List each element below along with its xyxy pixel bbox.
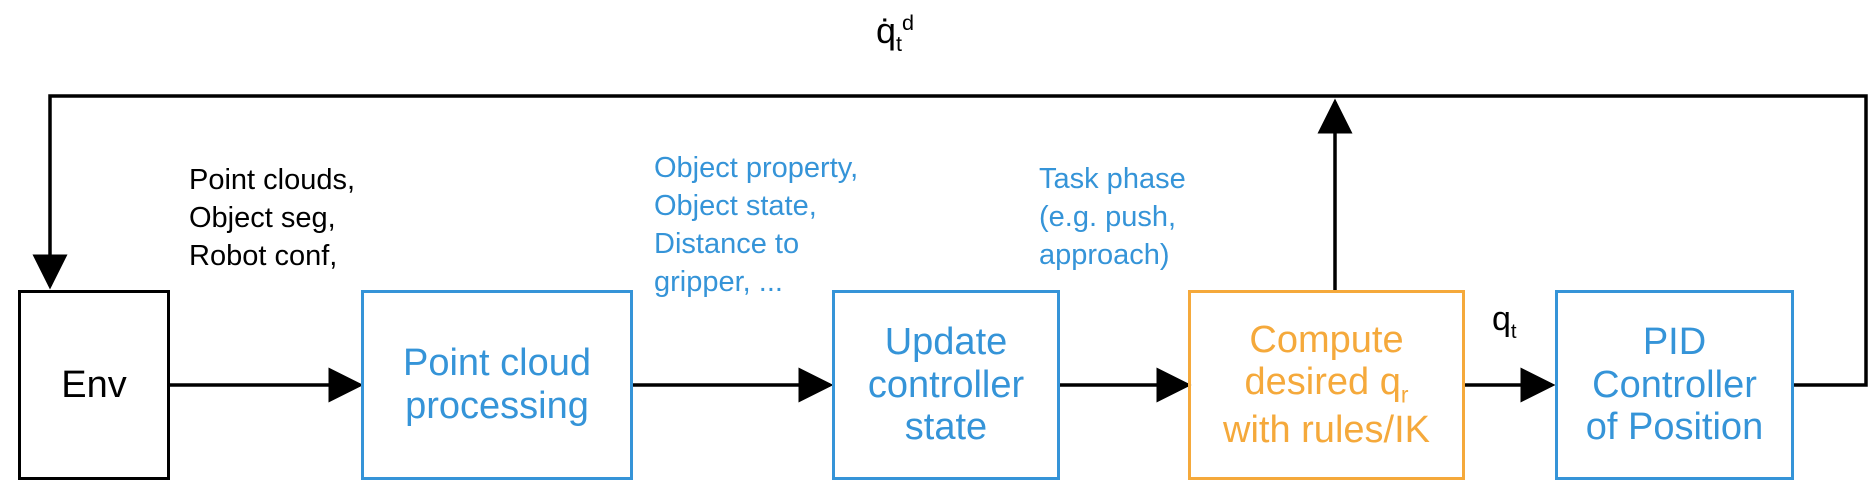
compute-desired-q-tail: with rules/IK [1223, 408, 1430, 451]
qdot-base: q̇ [876, 10, 897, 51]
update-controller-state-label: Update controller state [867, 321, 1025, 449]
env-node-label: Env [61, 363, 127, 406]
qt-subscript: t [1510, 320, 1517, 343]
qt-label: qt [1492, 300, 1517, 344]
pid-controller-label: PID Controller of Position [1585, 321, 1764, 449]
object-info-annotation: Object property, Object state, Distance … [654, 152, 859, 298]
env-node: Env [18, 290, 170, 480]
update-controller-state-node: Update controller state [832, 290, 1060, 480]
qdot-subscript: t [896, 31, 903, 57]
pid-controller-node: PID Controller of Position [1555, 290, 1794, 480]
compute-desired-q-label: Compute desired qr with rules/IK [1191, 319, 1462, 451]
compute-desired-q-subscript: r [1400, 382, 1409, 409]
qt-base: q [1492, 300, 1511, 338]
point-cloud-processing-node: Point cloud processing [361, 290, 633, 480]
point-cloud-processing-label: Point cloud processing [402, 342, 591, 427]
compute-desired-q-node: Compute desired qr with rules/IK [1188, 290, 1465, 480]
inputs-annotation: Point clouds, Object seg, Robot conf, [189, 164, 356, 272]
task-phase-annotation: Task phase (e.g. push, approach) [1039, 163, 1186, 271]
qdot-superscript: d [902, 10, 915, 35]
compute-desired-q-main: Compute desired q [1244, 318, 1404, 404]
qdot-t-d-label: q̇td [876, 10, 914, 57]
feedback-loop-arrow [32, 94, 1868, 387]
